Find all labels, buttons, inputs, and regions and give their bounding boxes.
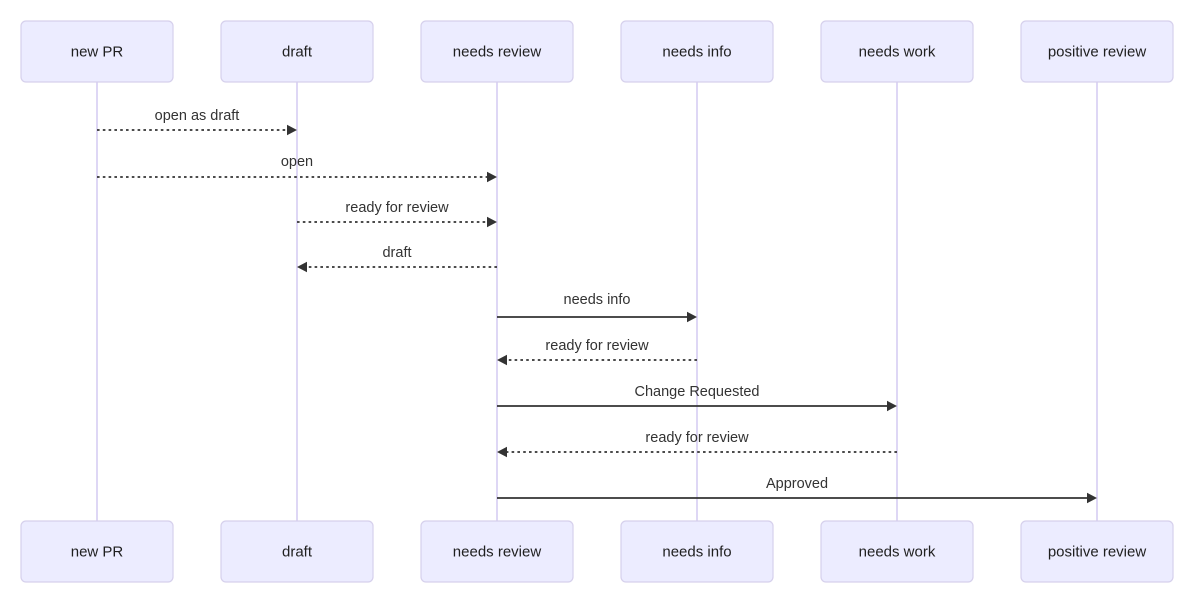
actor-box-bottom-needs-work[interactable] bbox=[820, 520, 974, 583]
actor-bottom-needs-work[interactable]: needs work bbox=[820, 520, 974, 583]
message-1-open[interactable]: open bbox=[97, 154, 497, 183]
actor-box-bottom-positive-review[interactable] bbox=[1020, 520, 1174, 583]
actor-label-top-needs-info: needs info bbox=[662, 43, 731, 60]
actor-label-bottom-positive-review: positive review bbox=[1048, 543, 1147, 560]
actor-box-top-positive-review[interactable] bbox=[1020, 20, 1174, 83]
actor-top-new-pr[interactable]: new PR bbox=[20, 20, 174, 83]
actor-box-bottom-needs-info[interactable] bbox=[620, 520, 774, 583]
actor-label-top-needs-review: needs review bbox=[453, 43, 542, 60]
message-arrowhead-1 bbox=[487, 171, 497, 183]
message-0-open-as-draft[interactable]: open as draft bbox=[97, 108, 297, 136]
actor-label-bottom-draft: draft bbox=[282, 543, 313, 560]
actor-label-bottom-needs-review: needs review bbox=[453, 543, 542, 560]
actors-bottom-group: new PR draft needs review needs info needs w… bbox=[20, 520, 1174, 583]
actor-label-top-positive-review: positive review bbox=[1048, 43, 1147, 60]
message-label-5: ready for review bbox=[545, 338, 649, 354]
message-arrowhead-6 bbox=[887, 400, 897, 412]
message-7-ready-for-review[interactable]: ready for review bbox=[497, 430, 897, 458]
actor-label-top-needs-work: needs work bbox=[859, 43, 936, 60]
message-label-2: ready for review bbox=[345, 200, 449, 216]
actor-top-needs-info[interactable]: needs info bbox=[620, 20, 774, 83]
actor-bottom-new-pr[interactable]: new PR bbox=[20, 520, 174, 583]
actor-bottom-draft[interactable]: draft bbox=[220, 520, 374, 583]
actor-bottom-needs-review[interactable]: needs review bbox=[420, 520, 574, 583]
message-8-approved[interactable]: Approved bbox=[497, 476, 1097, 504]
message-label-7: ready for review bbox=[645, 430, 749, 446]
message-6-change-requested[interactable]: Change Requested bbox=[497, 384, 897, 412]
message-arrowhead-0 bbox=[287, 124, 297, 136]
actor-top-needs-review[interactable]: needs review bbox=[420, 20, 574, 83]
actor-label-top-new-pr: new PR bbox=[71, 43, 124, 60]
message-label-3: draft bbox=[382, 245, 411, 261]
actor-top-positive-review[interactable]: positive review bbox=[1020, 20, 1174, 83]
actor-box-bottom-needs-review[interactable] bbox=[420, 520, 574, 583]
actor-label-top-draft: draft bbox=[282, 43, 313, 60]
actor-box-top-needs-review[interactable] bbox=[420, 20, 574, 83]
actors-top-group: new PR draft needs review needs info needs w… bbox=[20, 20, 1174, 83]
message-arrowhead-5 bbox=[497, 354, 507, 366]
message-label-1: open bbox=[281, 154, 313, 170]
message-3-draft[interactable]: draft bbox=[297, 245, 497, 273]
message-4-needs-info[interactable]: needs info bbox=[497, 292, 697, 323]
lifelines-group bbox=[96, 82, 1098, 521]
actor-top-needs-work[interactable]: needs work bbox=[820, 20, 974, 83]
message-arrowhead-8 bbox=[1087, 492, 1097, 504]
message-arrowhead-3 bbox=[297, 261, 307, 273]
message-arrowhead-7 bbox=[497, 446, 507, 458]
messages-group: open as draft open ready for review draft ne… bbox=[97, 108, 1097, 504]
actor-box-top-needs-info[interactable] bbox=[620, 20, 774, 83]
actor-box-top-draft[interactable] bbox=[220, 20, 374, 83]
actor-top-draft[interactable]: draft bbox=[220, 20, 374, 83]
message-arrowhead-2 bbox=[487, 216, 497, 228]
actor-bottom-needs-info[interactable]: needs info bbox=[620, 520, 774, 583]
actor-label-bottom-needs-info: needs info bbox=[662, 543, 731, 560]
actor-box-top-new-pr[interactable] bbox=[20, 20, 174, 83]
message-label-8: Approved bbox=[766, 476, 828, 492]
message-label-6: Change Requested bbox=[635, 384, 760, 400]
message-label-0: open as draft bbox=[155, 108, 240, 124]
actor-box-bottom-draft[interactable] bbox=[220, 520, 374, 583]
message-label-4: needs info bbox=[564, 292, 631, 308]
actor-label-bottom-new-pr: new PR bbox=[71, 543, 124, 560]
message-2-ready-for-review[interactable]: ready for review bbox=[297, 200, 497, 228]
message-arrowhead-4 bbox=[687, 311, 697, 323]
actor-box-top-needs-work[interactable] bbox=[820, 20, 974, 83]
actor-bottom-positive-review[interactable]: positive review bbox=[1020, 520, 1174, 583]
actor-box-bottom-new-pr[interactable] bbox=[20, 520, 174, 583]
message-5-ready-for-review[interactable]: ready for review bbox=[497, 338, 697, 366]
actor-label-bottom-needs-work: needs work bbox=[859, 543, 936, 560]
